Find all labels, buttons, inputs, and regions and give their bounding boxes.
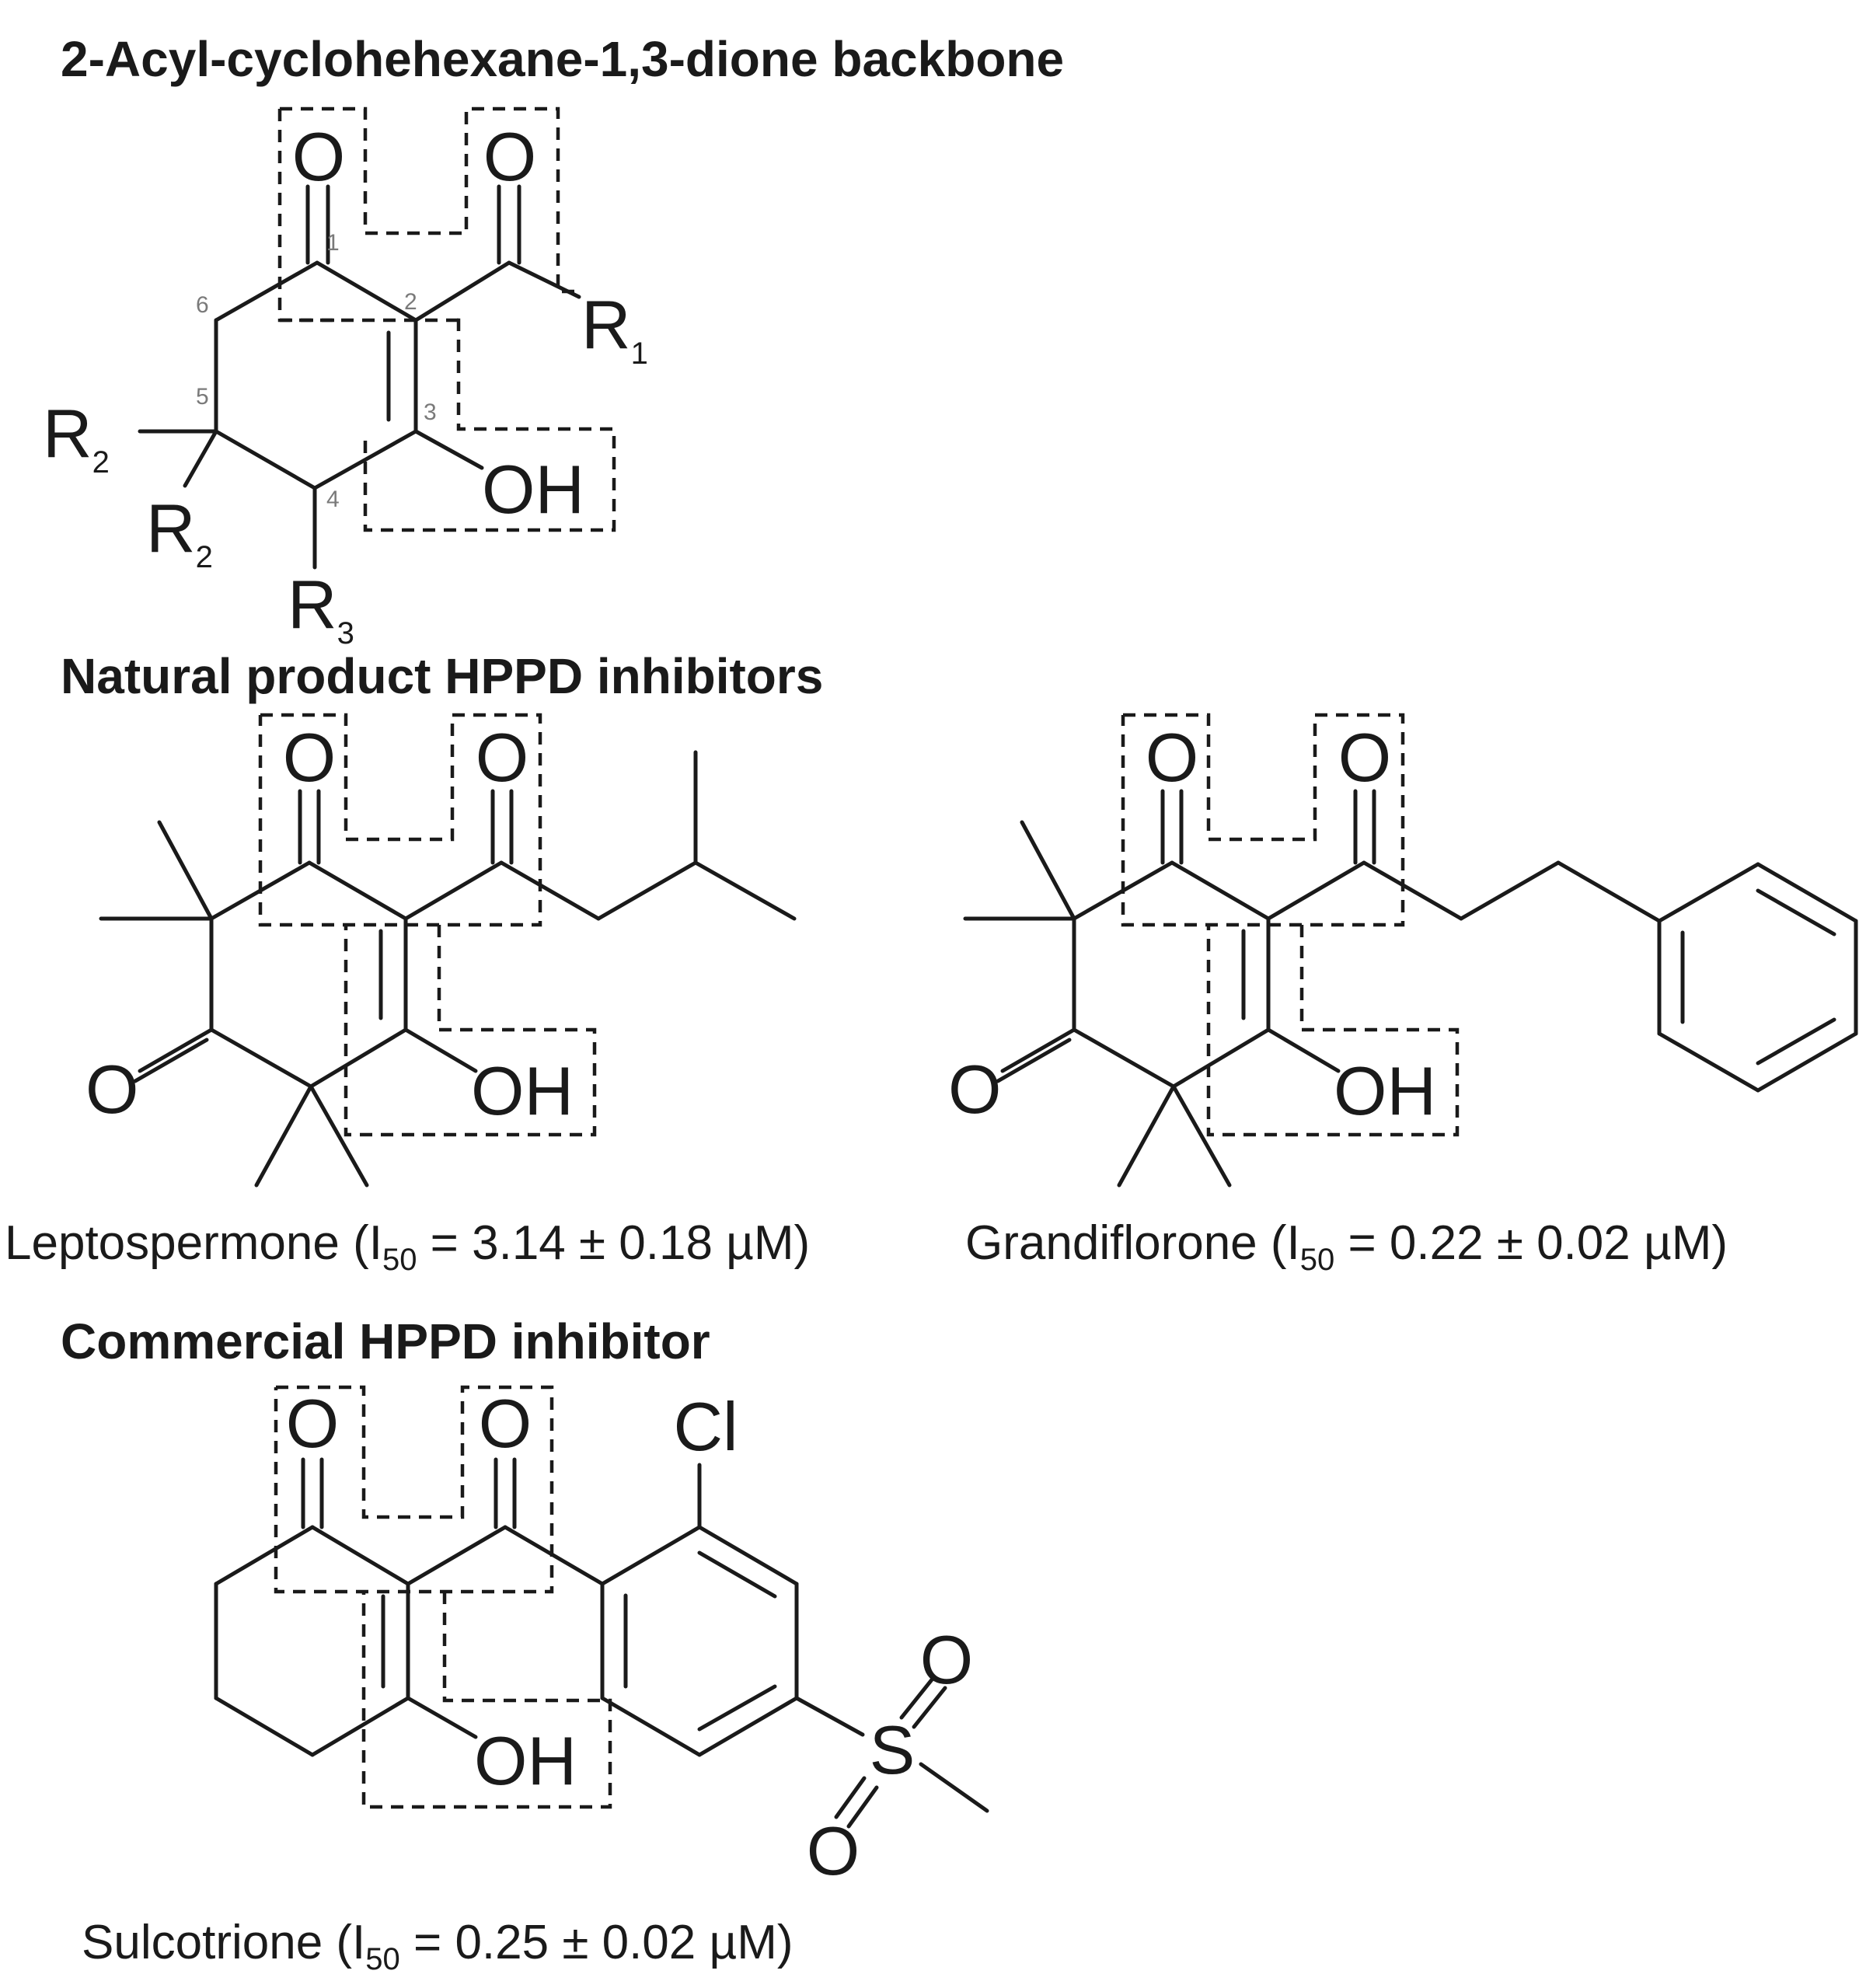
- backbone-hydroxyl: OH: [482, 451, 584, 528]
- grandiflorone-dashed-boxes: [1121, 713, 1460, 1137]
- sulcotrione-chlorine: Cl: [673, 1388, 738, 1465]
- leptospermone-dashed-boxes: [258, 713, 597, 1137]
- leptospermone-bonds: [99, 750, 797, 1188]
- sulcotrione-sulfonyl-oxygen-2: O: [807, 1812, 860, 1889]
- sulcotrione-oxygen-2: O: [479, 1385, 532, 1462]
- leptospermone-hydroxyl: OH: [471, 1052, 574, 1129]
- sulcotrione-sulfur: S: [870, 1711, 916, 1788]
- grandiflorone-oxygen-3: O: [948, 1051, 1001, 1128]
- sulcotrione-structure: O O OH Cl S O O: [214, 1385, 989, 1889]
- backbone-r2-b: R2: [146, 490, 213, 574]
- ring-number-2: 2: [404, 289, 417, 315]
- ring-number-5: 5: [196, 384, 209, 410]
- sulcotrione-hydroxyl: OH: [474, 1722, 577, 1799]
- leptospermone-caption: Leptospermone (I50 = 3.14 ± 0.18 µM): [5, 1216, 810, 1277]
- sulcotrione-bonds: [214, 1457, 989, 1829]
- leptospermone-oxygen-3: O: [85, 1051, 138, 1128]
- backbone-r1: R1: [581, 286, 648, 371]
- ring-number-3: 3: [424, 399, 437, 425]
- backbone-dashed-boxes: [277, 106, 616, 532]
- ring-number-1: 1: [326, 230, 340, 256]
- grandiflorone-caption: Grandiflorone (I50 = 0.22 ± 0.02 µM): [965, 1216, 1728, 1277]
- leptospermone-structure: O O O OH: [85, 713, 797, 1188]
- grandiflorone-structure: O O O OH: [948, 713, 1858, 1188]
- leptospermone-oxygen-1: O: [283, 719, 336, 796]
- sulcotrione-caption: Sulcotrione (I50 = 0.25 ± 0.02 µM): [82, 1916, 793, 1976]
- backbone-structure: O O OH R1 R2 R2 R3 1 2 3 4 5 6: [43, 106, 648, 650]
- backbone-title: 2-Acyl-cyclohehexane-1,3-dione backbone: [61, 31, 1064, 87]
- ring-number-6: 6: [196, 292, 209, 318]
- grandiflorone-oxygen-1: O: [1146, 719, 1198, 796]
- natural-title: Natural product HPPD inhibitors: [61, 648, 823, 704]
- backbone-oxygen-2: O: [483, 118, 536, 195]
- sulcotrione-oxygen-1: O: [286, 1385, 339, 1462]
- grandiflorone-bonds: [963, 789, 1858, 1188]
- commercial-title: Commercial HPPD inhibitor: [61, 1313, 710, 1369]
- backbone-r3: R3: [288, 566, 354, 650]
- backbone-oxygen-1: O: [292, 118, 345, 195]
- ring-number-4: 4: [326, 487, 340, 512]
- backbone-r2-a: R2: [43, 395, 110, 480]
- grandiflorone-hydroxyl: OH: [1334, 1052, 1436, 1129]
- sulcotrione-dashed-boxes: [274, 1385, 612, 1809]
- leptospermone-oxygen-2: O: [476, 719, 528, 796]
- sulcotrione-sulfonyl-oxygen-1: O: [920, 1621, 973, 1698]
- grandiflorone-oxygen-2: O: [1338, 719, 1391, 796]
